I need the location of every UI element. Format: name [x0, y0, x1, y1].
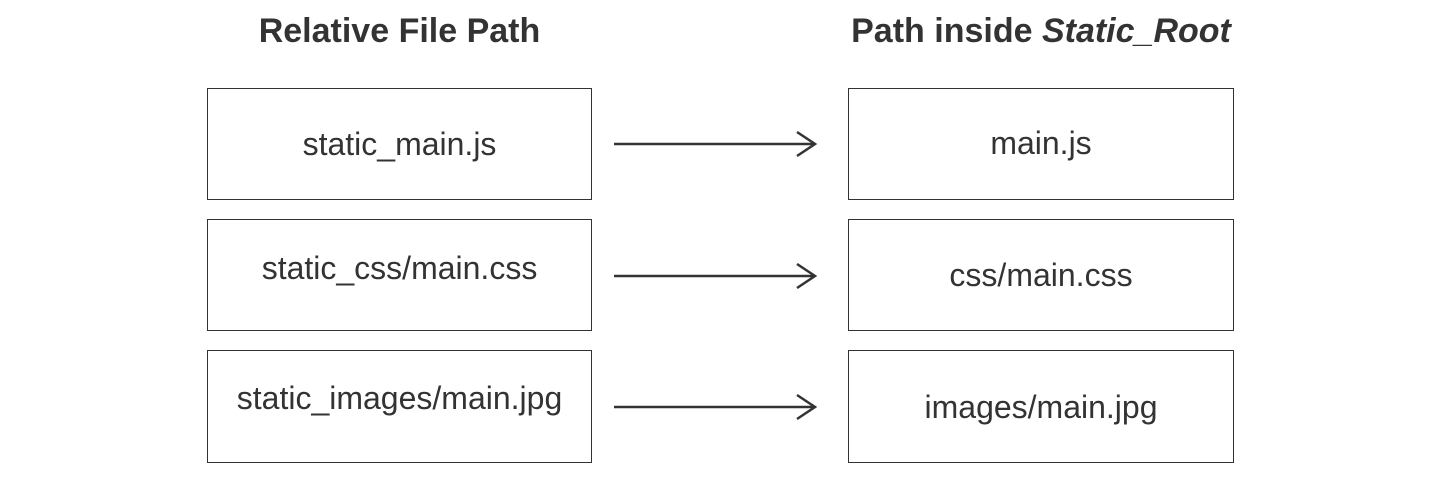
source-path-box-1: static_main.js	[207, 88, 592, 200]
target-path-box-2: css/main.css	[848, 219, 1234, 331]
target-path-label-2: css/main.css	[949, 257, 1133, 293]
source-path-label-2: static_css/main.css	[261, 250, 538, 286]
relative-file-path-heading: Relative File Path	[258, 12, 541, 50]
mapping-arrow-3	[612, 392, 820, 422]
target-path-label-1: main.js	[990, 125, 1092, 161]
source-path-box-3: static_images/main.jpg	[207, 350, 592, 463]
source-path-box-2: static_css/main.css	[207, 219, 592, 331]
static-root-heading-emphasis: Static_Root	[1041, 12, 1231, 50]
target-path-box-1: main.js	[848, 88, 1234, 200]
target-path-box-3: images/main.jpg	[848, 350, 1234, 463]
mapping-arrow-2	[612, 261, 820, 291]
target-path-label-3: images/main.jpg	[924, 388, 1158, 425]
static-root-path-heading: Path inside Static_Root	[848, 10, 1234, 52]
source-path-label-1: static_main.js	[302, 126, 497, 162]
static-root-heading-prefix: Path inside	[851, 12, 1042, 50]
source-path-label-3: static_images/main.jpg	[236, 379, 563, 416]
mapping-arrow-1	[612, 129, 820, 159]
